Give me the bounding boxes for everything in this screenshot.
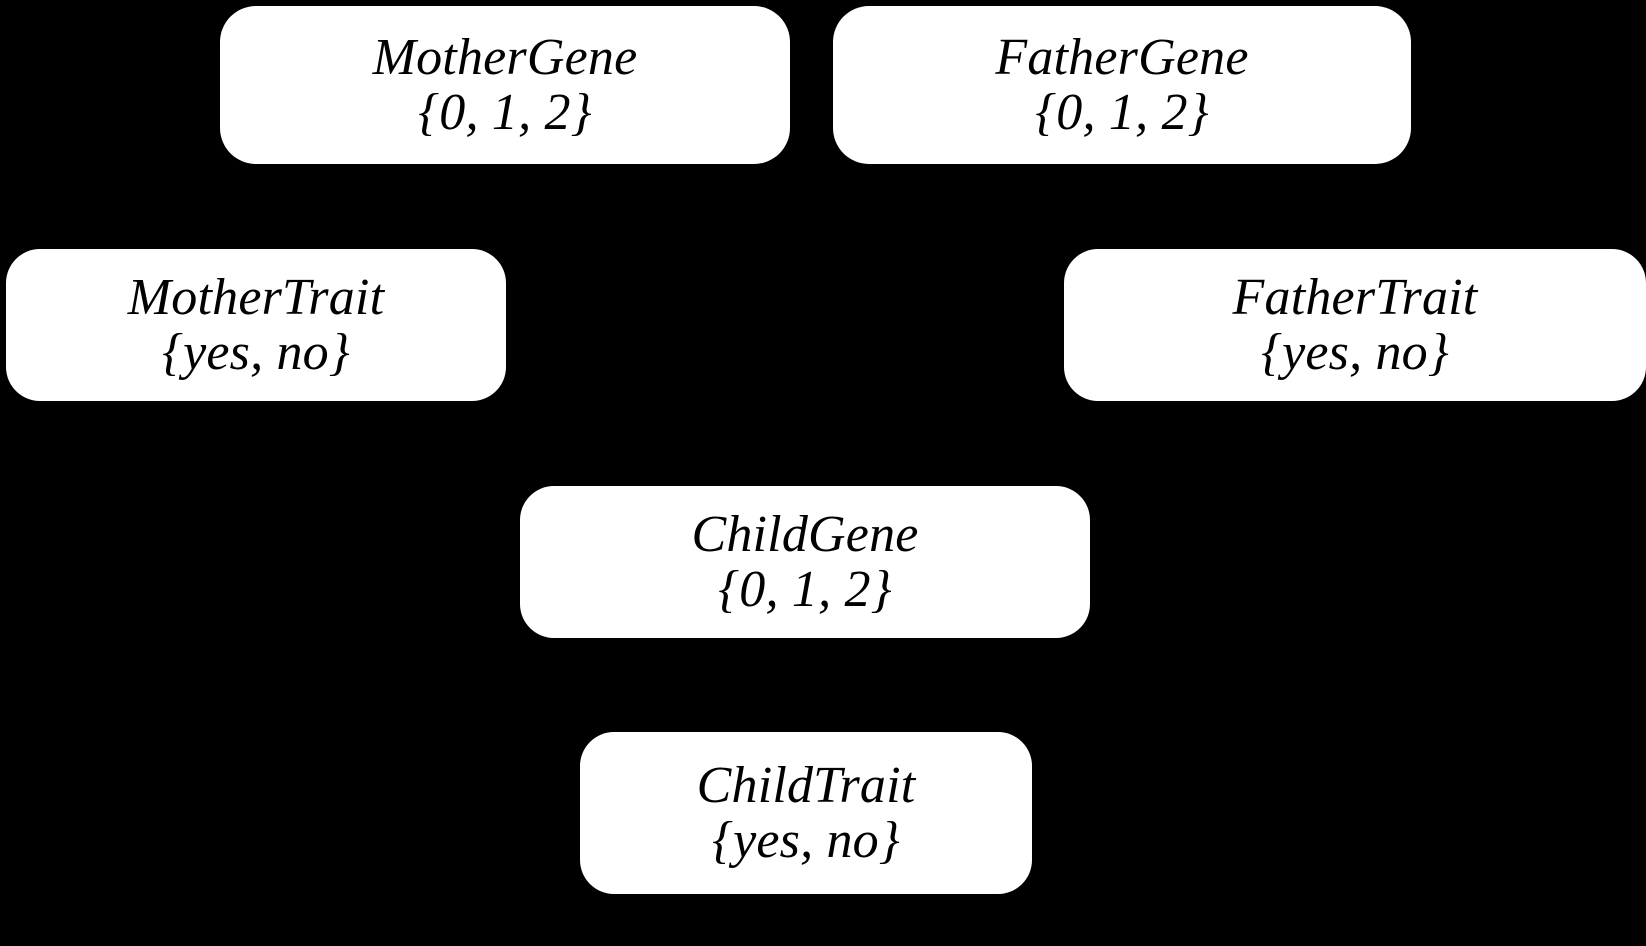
node-child-trait-domain: {yes, no}: [712, 812, 900, 869]
node-father-gene-label: FatherGene: [995, 28, 1249, 86]
node-child-trait[interactable]: ChildTrait {yes, no}: [580, 732, 1032, 894]
node-mother-gene[interactable]: MotherGene {0, 1, 2}: [220, 6, 790, 164]
node-child-gene[interactable]: ChildGene {0, 1, 2}: [520, 486, 1090, 638]
node-father-trait[interactable]: FatherTrait {yes, no}: [1064, 249, 1646, 401]
node-child-gene-label: ChildGene: [691, 505, 919, 563]
node-mother-trait-label: MotherTrait: [127, 268, 385, 326]
node-father-gene[interactable]: FatherGene {0, 1, 2}: [833, 6, 1411, 164]
node-mother-gene-label: MotherGene: [372, 28, 638, 86]
node-mother-gene-domain: {0, 1, 2}: [418, 84, 592, 141]
node-father-gene-domain: {0, 1, 2}: [1035, 84, 1209, 141]
node-father-trait-domain: {yes, no}: [1261, 324, 1449, 381]
node-mother-trait-domain: {yes, no}: [162, 324, 350, 381]
node-child-trait-label: ChildTrait: [696, 756, 916, 814]
node-child-gene-domain: {0, 1, 2}: [718, 561, 892, 618]
node-father-trait-label: FatherTrait: [1232, 268, 1478, 326]
node-mother-trait[interactable]: MotherTrait {yes, no}: [6, 249, 506, 401]
